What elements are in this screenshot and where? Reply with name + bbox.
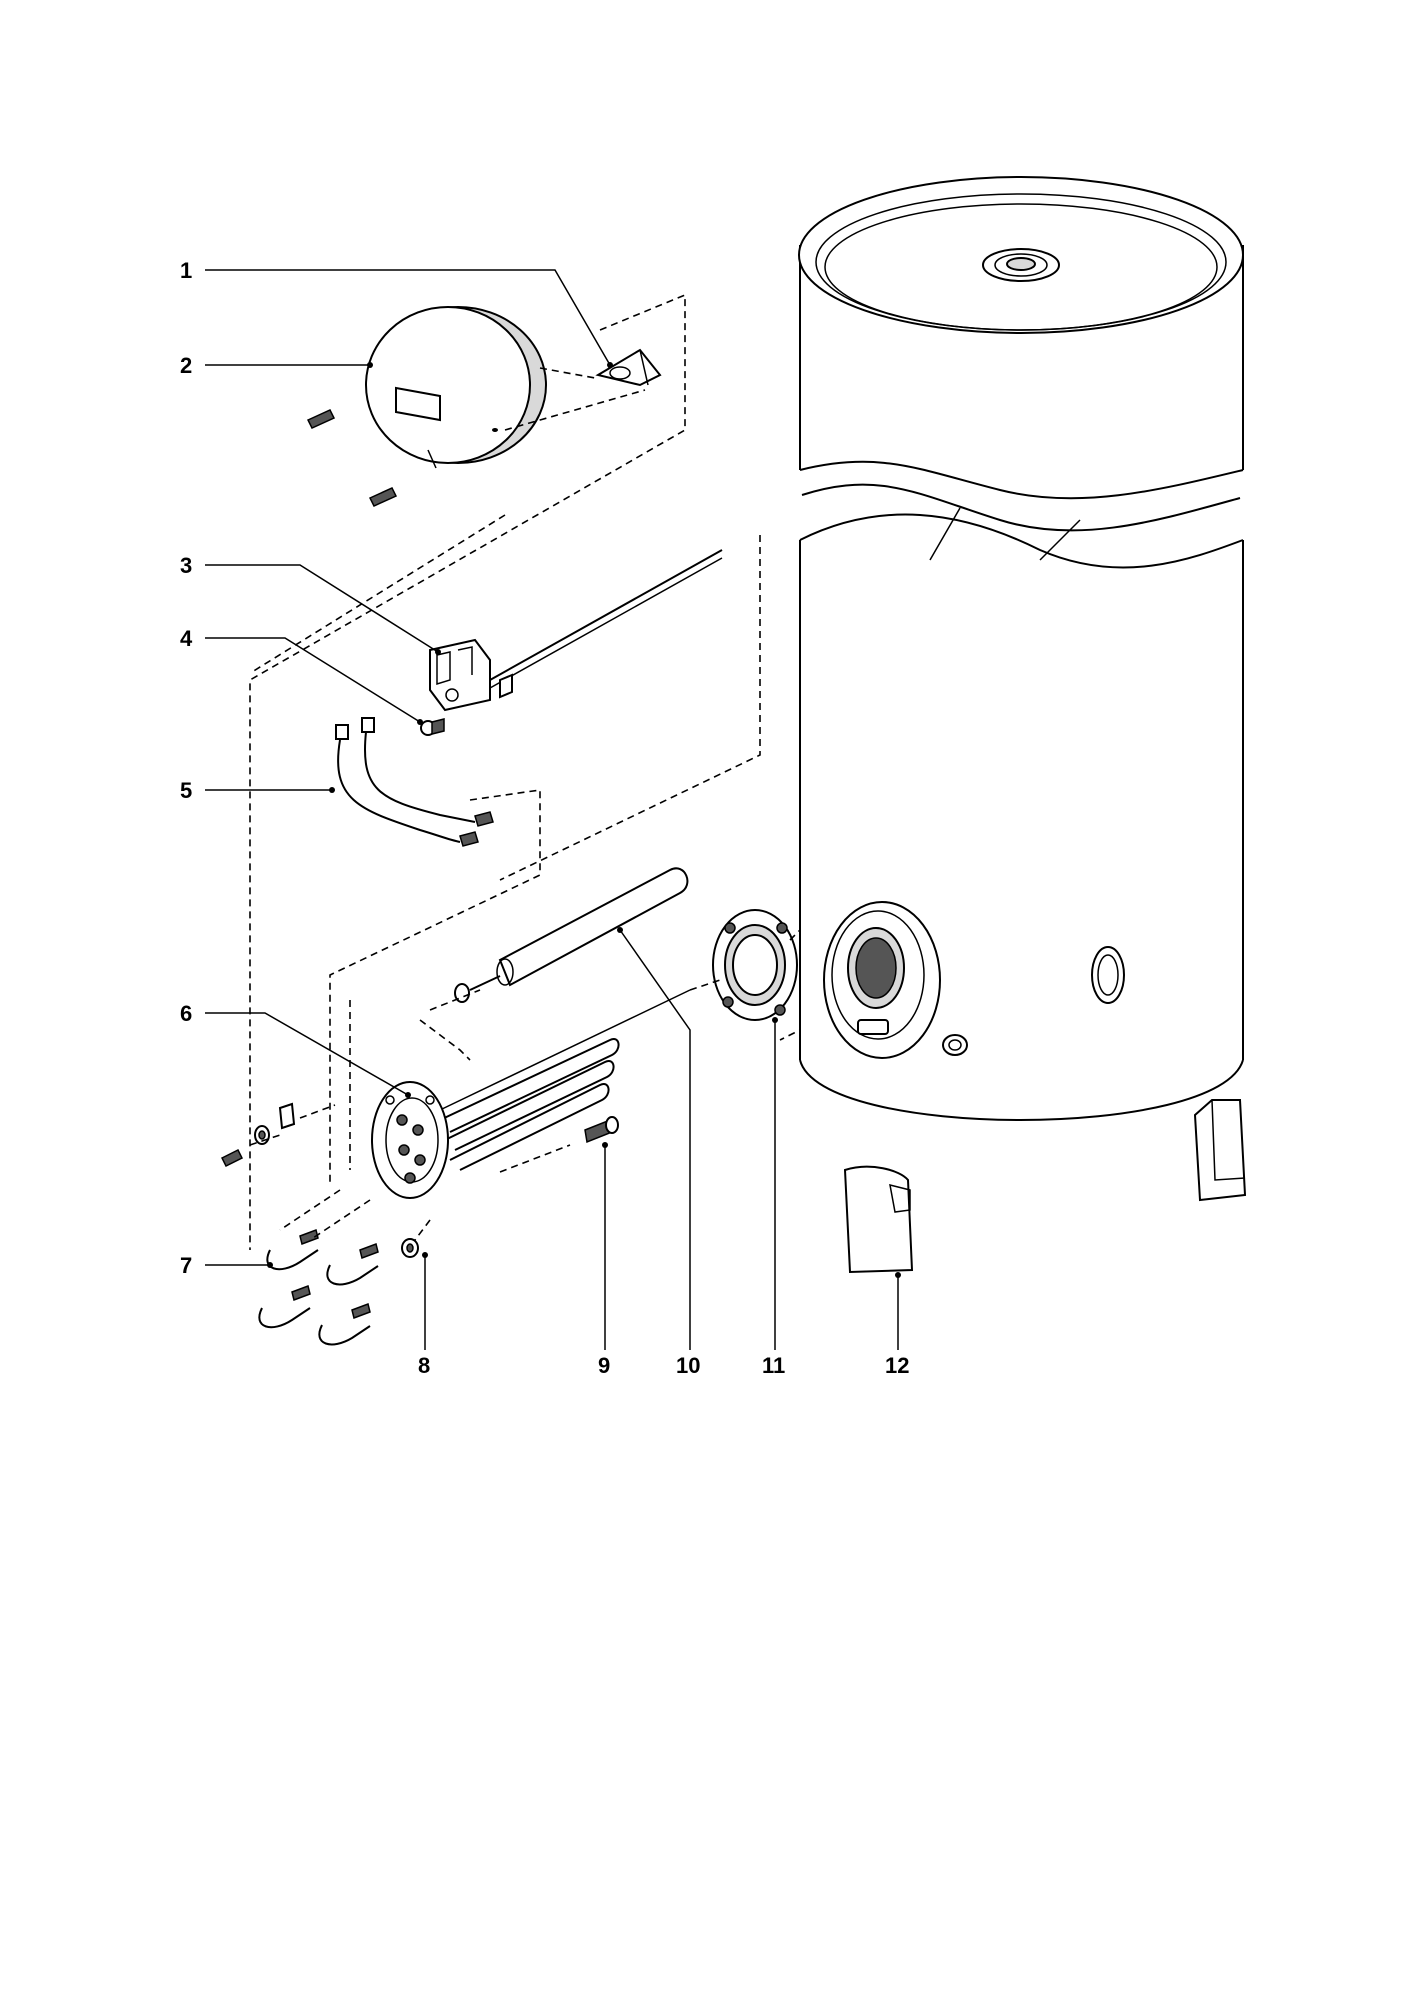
part-5-cable-assembly [335, 717, 494, 847]
element-port [823, 901, 941, 1059]
part-4-screw [420, 718, 445, 736]
callout-8: 8 [418, 1353, 430, 1378]
callout-3: 3 [180, 553, 192, 578]
callout-12: 12 [885, 1353, 909, 1378]
earth-clip [278, 1102, 296, 1130]
callout-1: 1 [180, 258, 192, 283]
callout-4: 4 [180, 626, 193, 651]
callout-10: 10 [676, 1353, 700, 1378]
flange-screw [220, 1148, 244, 1168]
part-9-bolt [584, 1116, 619, 1144]
leader-lines [205, 269, 901, 1350]
cover-screw [306, 409, 336, 429]
water-heater-tank [798, 176, 1247, 1202]
part-2-cover [306, 306, 547, 507]
callout-11: 11 [762, 1353, 785, 1378]
part-1-bracket [595, 348, 662, 387]
callout-7: 7 [180, 1253, 192, 1278]
callout-9: 9 [598, 1353, 610, 1378]
part-7-links [258, 1229, 379, 1346]
part-11-gasket [712, 909, 798, 1021]
callout-6: 6 [180, 1001, 192, 1026]
part-10-anode [454, 867, 689, 1003]
part-3-thermostat [429, 549, 723, 712]
part-8-nut [401, 1238, 419, 1258]
callout-5: 5 [180, 778, 192, 803]
assembly-lines [249, 293, 801, 1250]
callout-2: 2 [180, 353, 192, 378]
part-12-foot [843, 1165, 914, 1274]
cover-screw [368, 487, 398, 507]
part-6-heating-element [371, 989, 691, 1199]
